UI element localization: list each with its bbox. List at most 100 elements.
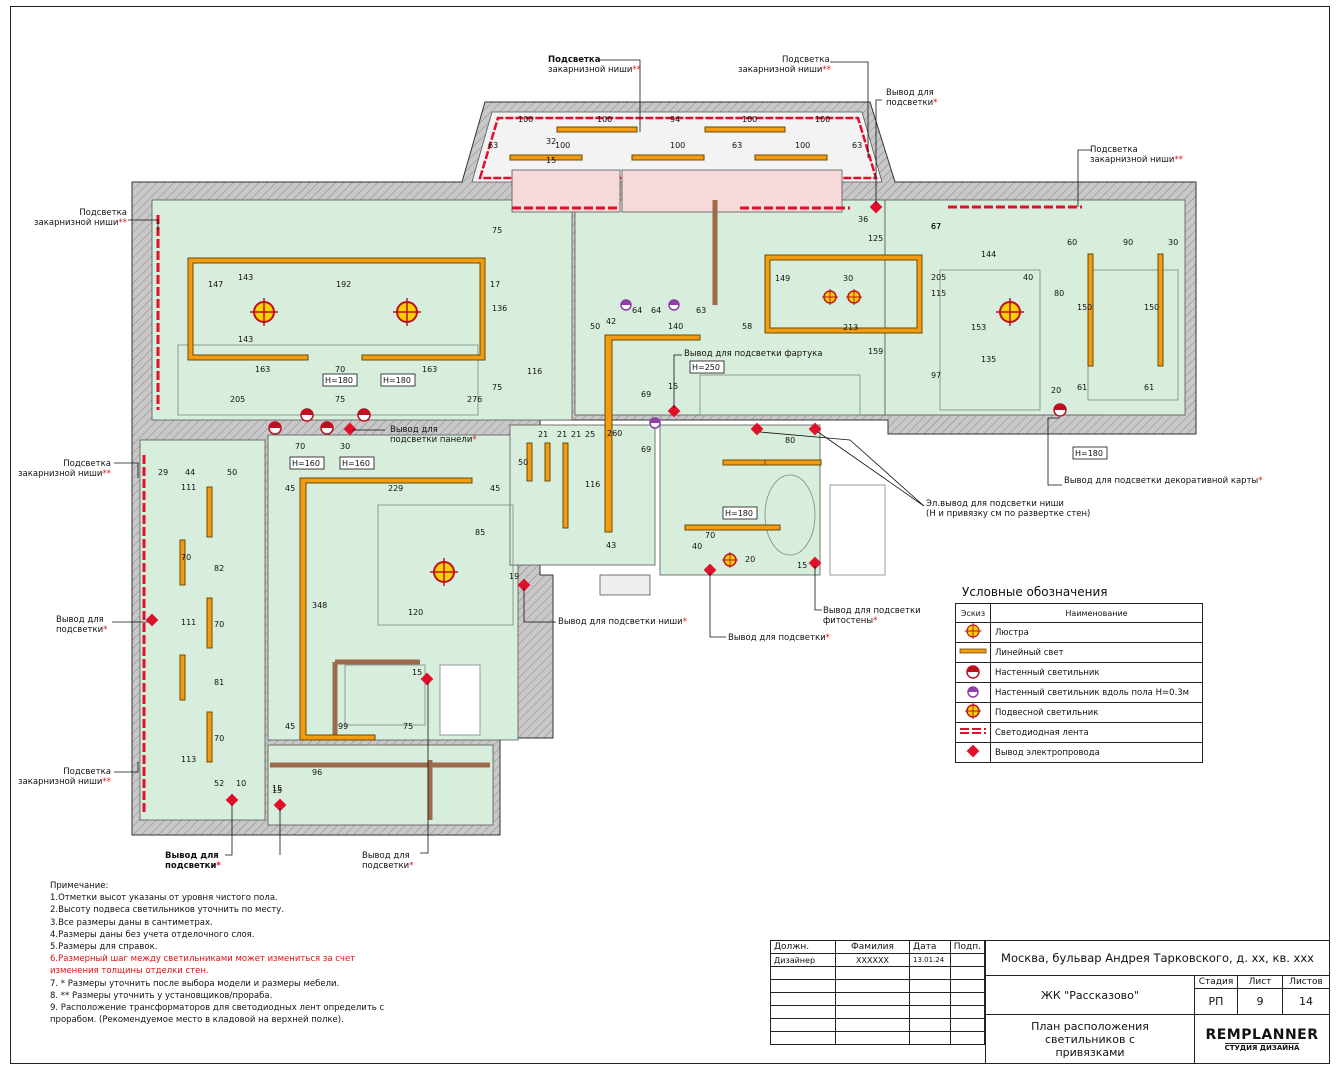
dimension-label: 70 — [705, 531, 715, 540]
dimension-label: 163 — [255, 365, 270, 374]
dimension-label: 120 — [408, 608, 423, 617]
dimension-label: 67 — [931, 222, 941, 231]
legend-row: Люстра — [955, 621, 1203, 643]
dimension-label: 61 — [1144, 383, 1154, 392]
dimension-label: 20 — [1051, 386, 1061, 395]
dimension-label: 50 — [590, 322, 600, 331]
dimension-label: 115 — [931, 289, 946, 298]
dining-room — [884, 199, 1186, 416]
dimension-label: 44 — [185, 468, 195, 477]
dimension-label: 58 — [742, 322, 752, 331]
dimension-label: 125 — [868, 234, 883, 243]
dimension-label: 69 — [641, 390, 651, 399]
dimension-label: 32 — [546, 137, 556, 146]
legend-row: Линейный свет — [955, 642, 1203, 663]
dimension-label: 80 — [1054, 289, 1064, 298]
mount-height-label: H=180 — [383, 376, 411, 385]
legend-col-sketch: Эскиз — [955, 603, 991, 623]
callout-niche-out: Вывод для подсветки ниши* — [558, 617, 687, 627]
dimension-label: 144 — [981, 250, 996, 259]
dimension-label: 67 — [931, 222, 941, 231]
led-strip-icon — [960, 728, 986, 734]
furniture — [177, 269, 1179, 736]
dimension-label: 111 — [181, 618, 196, 627]
mount-height-label: H=180 — [325, 376, 353, 385]
note-line: прорабом. (Рекомендуемое место в кладово… — [50, 1015, 344, 1026]
drawing-title: План расположения светильников с привязк… — [985, 1014, 1195, 1064]
dimension-label: 85 — [475, 528, 485, 537]
dimension-label: 100 — [555, 141, 570, 150]
note-line: 7. * Размеры уточнить после выбора модел… — [50, 978, 340, 989]
dimension-label: 15 — [797, 561, 807, 570]
left-room — [139, 439, 266, 821]
dimension-label: 99 — [338, 722, 348, 731]
dimension-label: 100 — [597, 115, 612, 124]
dimension-label: 45 — [490, 484, 500, 493]
dimension-label: 40 — [1023, 273, 1033, 282]
sheet-value: 9 — [1237, 988, 1283, 1015]
dimension-label: 30 — [1168, 238, 1178, 247]
drawing-frame — [10, 6, 1330, 1064]
dimension-label: 64 — [632, 306, 642, 315]
dimension-label: 70 — [295, 442, 305, 451]
dimension-label: 147 — [208, 280, 223, 289]
dimension-label: 29 — [158, 468, 168, 477]
mount-height-label: H=160 — [342, 459, 370, 468]
note-line: 9. Расположение трансформаторов для свет… — [50, 1003, 385, 1014]
mount-height-box — [339, 456, 375, 470]
dimension-label: 63 — [732, 141, 742, 150]
mount-height-box — [722, 506, 758, 520]
dimension-label: 100 — [815, 115, 830, 124]
dimension-label: 69 — [641, 445, 651, 454]
legend-row: Светодиодная лента — [955, 722, 1203, 743]
mount-height-label: H=250 — [692, 363, 720, 372]
dimension-label: 70 — [335, 365, 345, 374]
dimension-label: 136 — [492, 304, 507, 313]
dimension-label: 81 — [214, 678, 224, 687]
dimension-label: 63 — [696, 306, 706, 315]
dimension-label: 90 — [1123, 238, 1133, 247]
legend-row: Вывод электропровода — [955, 742, 1203, 763]
mount-height-box — [289, 456, 325, 470]
dimension-label: 140 — [668, 322, 683, 331]
callout-el-niche: Эл.вывод для подсветки ниши(Н и привязку… — [926, 499, 1091, 519]
dimension-label: 19 — [509, 572, 519, 581]
dimension-label: 17 — [490, 280, 500, 289]
dimension-label: 150 — [1144, 303, 1159, 312]
dimension-label: 100 — [795, 141, 810, 150]
sheets-value: 14 — [1282, 988, 1330, 1015]
address: Москва, бульвар Андрея Тарковского, д. х… — [985, 940, 1330, 976]
linear-lights — [179, 126, 1164, 763]
legend-row: Подвесной светильник — [955, 702, 1203, 723]
outlet-icon — [966, 744, 980, 758]
dimension-label: 21 — [557, 430, 567, 439]
legend-row: Настенный светильник вдоль пола Н=0.3м — [955, 682, 1203, 703]
dimension-label: 96 — [312, 768, 322, 777]
dimension-label: 94 — [670, 115, 680, 124]
storage — [267, 744, 494, 826]
legend-row: Настенный светильник — [955, 662, 1203, 683]
dimension-label: 205 — [931, 273, 946, 282]
dimension-label: 45 — [285, 484, 295, 493]
dimension-label: 75 — [492, 383, 502, 392]
dimension-label: 116 — [585, 480, 600, 489]
dimension-label: 153 — [971, 323, 986, 332]
dimension-label: 25 — [585, 430, 595, 439]
dimension-label: 143 — [238, 273, 253, 282]
wall-lamp-icon — [966, 665, 980, 679]
dimension-label: 60 — [1067, 238, 1077, 247]
mount-height-box — [689, 360, 725, 374]
note-line: 2.Высоту подвеса светильников уточнить п… — [50, 905, 285, 916]
linear-light-icon — [959, 648, 987, 654]
dimension-label: 143 — [238, 335, 253, 344]
dimension-label: 75 — [335, 395, 345, 404]
dimension-label: 36 — [858, 215, 868, 224]
hall — [509, 424, 656, 566]
